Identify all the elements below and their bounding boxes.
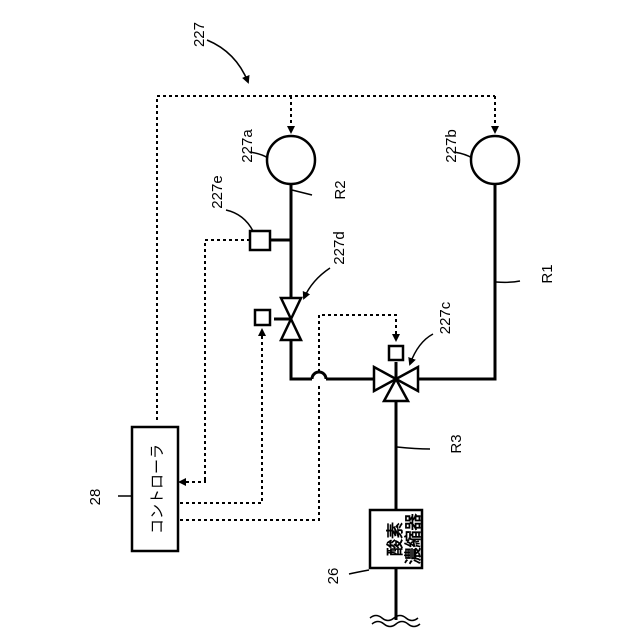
control-line-sensor bbox=[180, 240, 250, 482]
label-227d: 227d bbox=[331, 231, 348, 264]
label-r2: R2 bbox=[332, 180, 349, 199]
label-26: 26 bbox=[325, 568, 342, 585]
two-way-valve-icon bbox=[255, 298, 301, 340]
label-227b: 227b bbox=[443, 129, 460, 162]
label-r1: R1 bbox=[539, 264, 556, 283]
pipe-r1 bbox=[418, 184, 495, 379]
actuator-icon-3way bbox=[389, 346, 403, 360]
label-227e: 227e bbox=[209, 175, 226, 208]
actuator-icon bbox=[255, 310, 270, 325]
concentrator-label-2: 濃縮器 bbox=[403, 513, 424, 565]
control-line-valve-c bbox=[180, 315, 396, 520]
label-28: 28 bbox=[87, 489, 104, 506]
control-line-valve-d bbox=[180, 330, 262, 503]
three-way-valve-icon bbox=[374, 346, 418, 401]
sensor-icon bbox=[250, 231, 270, 250]
label-227a: 227a bbox=[239, 129, 256, 163]
controller-label: コントローラ bbox=[148, 444, 166, 534]
pipe-crossover bbox=[312, 372, 326, 379]
controller-box: コントローラ bbox=[132, 427, 178, 551]
break-marks bbox=[370, 616, 420, 627]
concentrator-label-1: 酸素 bbox=[385, 522, 406, 556]
concentrator-box: 酸素 濃縮器 bbox=[370, 510, 424, 568]
tank-a-icon bbox=[267, 136, 315, 184]
label-227: 227 bbox=[191, 22, 208, 47]
pipe-r2-lower bbox=[291, 340, 312, 379]
label-r3: R3 bbox=[448, 434, 465, 453]
tank-b-icon bbox=[471, 136, 519, 184]
label-227c: 227c bbox=[437, 301, 454, 334]
